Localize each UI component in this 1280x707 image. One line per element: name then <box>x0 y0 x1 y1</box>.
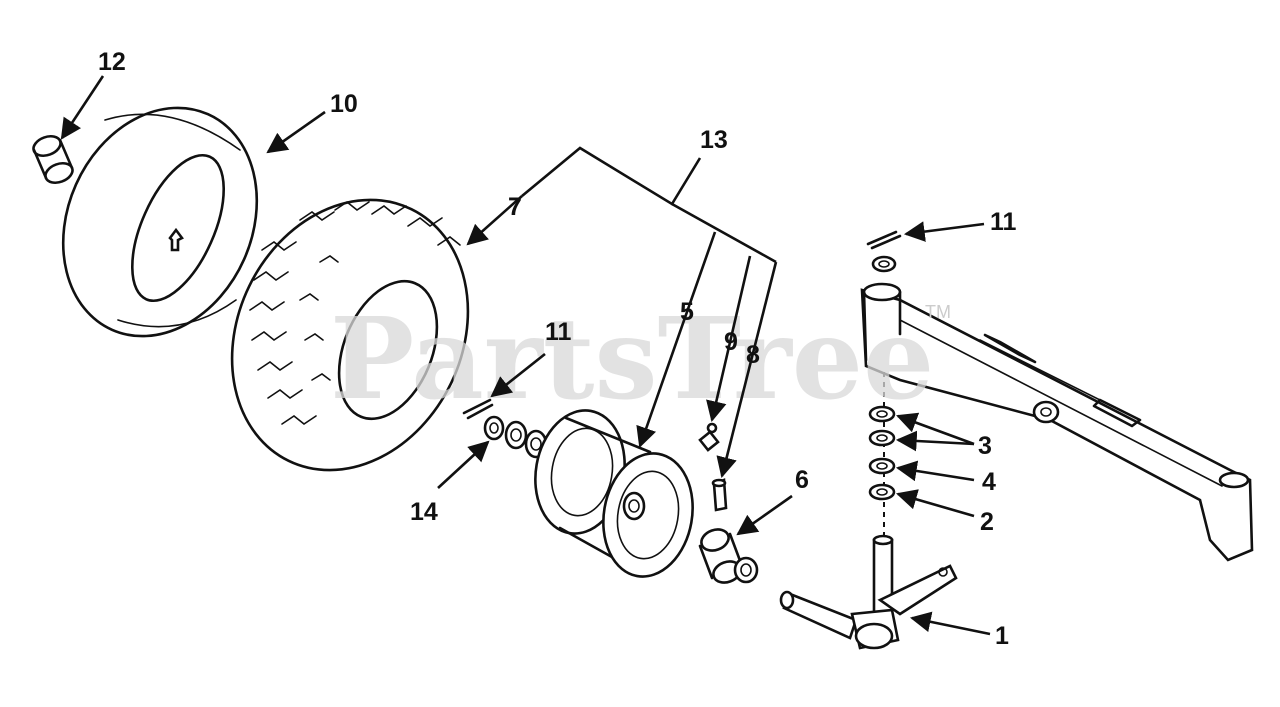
leader-8 <box>716 261 778 479</box>
callout-9: 9 <box>724 328 738 356</box>
watermark-trademark: TM <box>925 302 951 322</box>
callout-11-right: 11 <box>990 208 1017 236</box>
watermark-text: PartsTree <box>330 294 934 425</box>
leader-6 <box>736 494 793 536</box>
leader-13-bracket <box>521 146 702 206</box>
callout-6: 6 <box>795 466 809 494</box>
cotter-pin-upper-part <box>866 230 902 250</box>
callout-11-left: 11 <box>545 318 572 346</box>
front-axle-beam-part <box>860 282 1254 562</box>
leader-5 <box>636 231 717 448</box>
leader-2 <box>896 489 975 518</box>
callout-13: 13 <box>700 126 728 154</box>
leader-10 <box>266 110 326 154</box>
bushing-part <box>32 134 74 185</box>
callout-1: 1 <box>995 622 1009 650</box>
leader-9 <box>706 255 752 423</box>
callout-2: 2 <box>980 508 994 536</box>
callout-8: 8 <box>746 341 760 369</box>
tire-part <box>230 198 470 472</box>
leader-11-right <box>903 221 985 242</box>
leader-12 <box>60 75 105 140</box>
callout-5: 5 <box>680 298 694 326</box>
callout-12: 12 <box>98 48 126 76</box>
leader-13-to-7 <box>466 195 523 246</box>
leader-11-left <box>490 352 546 398</box>
callout-3: 3 <box>978 432 992 460</box>
leader-3b <box>895 430 975 452</box>
wheel-rim-part <box>534 409 694 578</box>
leader-1 <box>909 611 991 636</box>
leader-lines <box>60 75 991 636</box>
upper-washer-part <box>871 255 897 273</box>
callout-14: 14 <box>410 498 438 526</box>
leader-14 <box>437 440 490 489</box>
spindle-washers-part <box>868 405 896 501</box>
callout-10: 10 <box>330 90 358 118</box>
inner-tube-part <box>61 106 259 338</box>
callout-7: 7 <box>508 193 522 221</box>
callout-4: 4 <box>982 468 996 496</box>
leader-4 <box>895 460 975 482</box>
bearing-washers-part <box>483 415 548 459</box>
grease-fitting-part <box>698 422 720 452</box>
valve-stem-part <box>711 478 728 512</box>
cotter-pin-part <box>462 398 494 420</box>
leader-3a <box>896 412 975 446</box>
spindle-part <box>779 534 958 650</box>
spacer-part <box>698 528 759 584</box>
leader-13-branches <box>671 202 777 264</box>
callout-labels: 12 10 13 7 11 5 11 9 8 3 6 4 14 2 1 <box>98 48 1017 650</box>
